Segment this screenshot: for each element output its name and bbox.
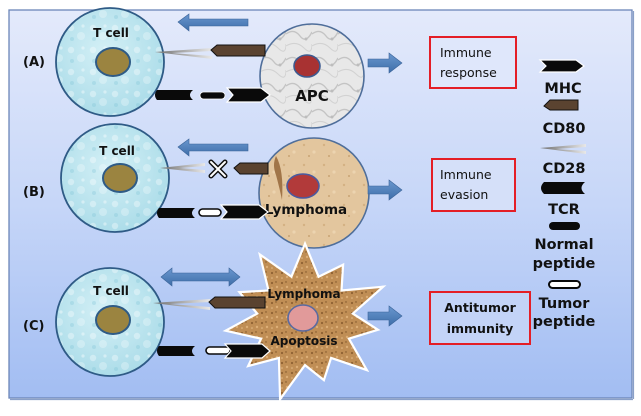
t-cell-c: T cell — [55, 267, 165, 377]
outcome-a-line1: Immune — [440, 45, 492, 60]
apoptotic-lymphoma-cell: Lymphoma Apoptosis — [222, 240, 387, 403]
legend-mhc-label: MHC — [544, 81, 581, 97]
cd28-molecule — [155, 48, 212, 59]
outcome-b-line2: evasion — [440, 187, 488, 202]
t-cell-nucleus — [95, 47, 131, 77]
legend: MHC CD80 CD28 TCR Normal peptide Tumor p… — [533, 59, 596, 330]
outcome-a-line2: response — [440, 65, 497, 80]
mhc-molecule — [225, 87, 271, 103]
tcr-molecule — [157, 346, 195, 356]
tcr-molecule — [157, 208, 195, 218]
outcome-box-a — [429, 36, 517, 89]
row-c: (C) T cell Lymphoma Apoptosis Antitumor — [23, 240, 531, 403]
legend-tcr-label: TCR — [548, 202, 580, 218]
tumor-peptide — [205, 346, 231, 355]
outcome-c-line1: Antitumor — [444, 300, 516, 315]
mhc-icon — [538, 59, 585, 73]
tumor-peptide — [198, 208, 222, 217]
apc-nucleus — [293, 54, 321, 78]
signal-arrow-left — [177, 13, 249, 32]
normal-peptide-icon — [549, 222, 580, 230]
row-label-b: (B) — [23, 185, 45, 200]
mhc-molecule — [219, 204, 269, 220]
tcr-molecule — [155, 90, 193, 100]
t-cell-label: T cell — [99, 144, 135, 158]
cd28-icon — [540, 144, 586, 154]
legend-tumor-peptide-line2: peptide — [533, 314, 596, 330]
blocked-x-icon — [208, 159, 228, 179]
lymphoma-cell-b: Lymphoma — [258, 137, 370, 249]
tumor-peptide-icon — [548, 280, 581, 289]
outcome-b-line1: Immune — [440, 167, 492, 182]
cd80-molecule — [210, 44, 266, 57]
t-cell-nucleus — [95, 305, 131, 335]
row-label-a: (A) — [23, 55, 45, 70]
signal-arrow-bidirectional — [160, 267, 241, 287]
apoptosis-label: Apoptosis — [270, 334, 337, 348]
lymphoma-nucleus — [286, 173, 320, 199]
cd28-molecule — [160, 163, 205, 173]
outcome-arrow-c — [367, 305, 403, 327]
lymphoma-label: Lymphoma — [267, 287, 340, 301]
cd28-molecule — [153, 299, 210, 310]
mhc-molecule — [223, 343, 271, 359]
t-cell-label: T cell — [93, 26, 129, 40]
lymphoma-label: Lymphoma — [265, 202, 347, 218]
apoptotic-nucleus — [287, 304, 319, 332]
signal-arrow-left — [177, 138, 249, 157]
apc-label: APC — [295, 87, 329, 105]
t-cell-nucleus — [102, 163, 138, 193]
legend-normal-peptide-line1: Normal — [534, 237, 593, 253]
outcome-arrow-b — [367, 179, 403, 201]
tcr-icon — [541, 182, 585, 194]
row-a: (A) T cell APC Immune respons — [23, 7, 517, 129]
cd80-icon — [543, 99, 579, 111]
cd80-molecule — [233, 162, 269, 175]
row-b: (B) T cell Lymphoma — [23, 123, 516, 249]
cd80-molecule — [208, 296, 266, 309]
outcome-c-line2: immunity — [447, 321, 514, 336]
legend-cd80-label: CD80 — [543, 121, 586, 137]
normal-peptide — [199, 91, 226, 100]
t-cell-b: T cell — [60, 123, 170, 233]
legend-normal-peptide-line2: peptide — [533, 256, 596, 272]
t-cell-a: T cell — [55, 7, 165, 117]
legend-cd28-label: CD28 — [543, 161, 586, 177]
outcome-arrow-a — [367, 52, 403, 74]
legend-tumor-peptide-line1: Tumor — [539, 296, 591, 312]
row-label-c: (C) — [23, 319, 44, 334]
outcome-box-c — [429, 291, 531, 345]
apc-cell: APC — [259, 23, 365, 129]
outcome-box-b — [431, 158, 516, 212]
t-cell-label: T cell — [93, 284, 129, 298]
